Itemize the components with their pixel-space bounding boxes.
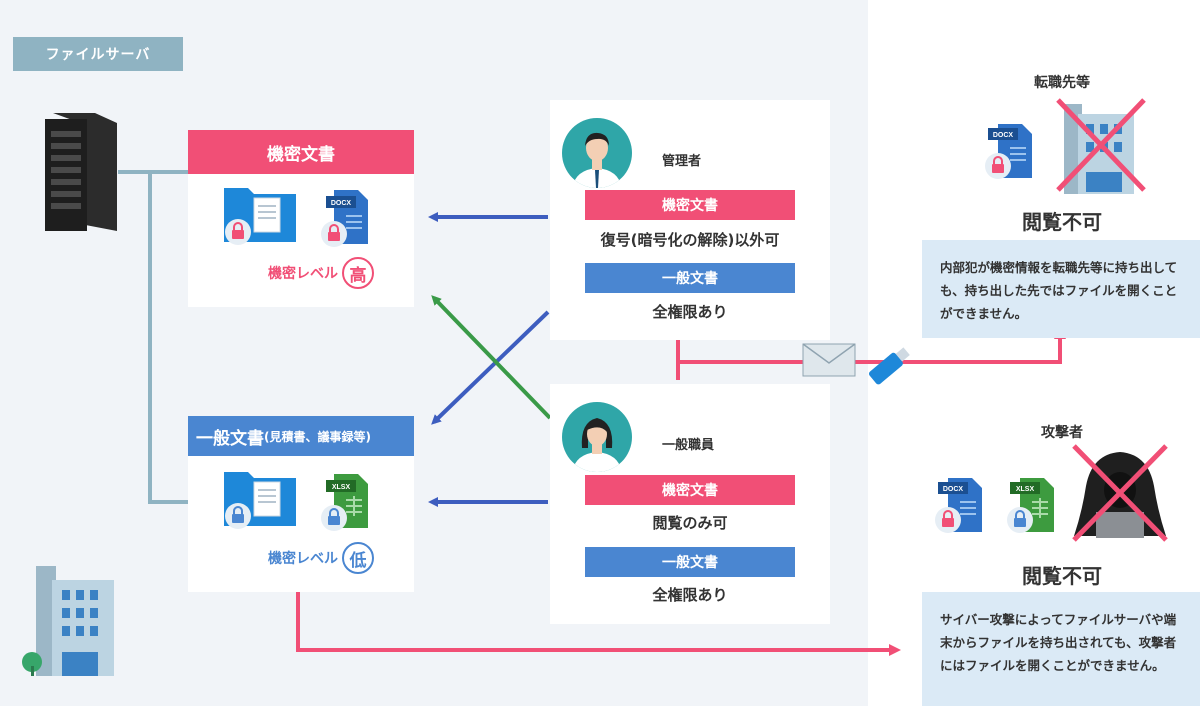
- locked-xlsx-icon: XLSX: [1007, 478, 1054, 533]
- locked-folder-icon: [224, 188, 296, 245]
- general-doc-header-sub: (見積書、議事録等): [264, 429, 371, 444]
- admin-conf-permission: 復号(暗号化の解除)以外可: [600, 231, 780, 249]
- job-change-note: 内部犯が機密情報を転職先等に持ち出しても、持ち出した先ではファイルを開くことがで…: [922, 240, 1200, 338]
- usb-drive-icon: [868, 347, 910, 385]
- svg-text:DOCX: DOCX: [993, 132, 1014, 139]
- general-doc-header: 一般文書 (見積書、議事録等): [188, 416, 414, 456]
- staff-gen-permission: 全権限あり: [652, 586, 728, 604]
- job-change-status: 閲覧不可: [1022, 210, 1102, 234]
- general-doc-header-main: 一般文書: [196, 428, 264, 449]
- staff-card: 一般職員 機密文書 閲覧のみ可 一般文書 全権限あり: [550, 384, 830, 624]
- admin-to-general-arrow: [431, 310, 550, 425]
- locked-docx-icon: DOCX: [321, 190, 368, 247]
- confidential-doc-header: 機密文書: [188, 130, 414, 174]
- attack-arrow: [296, 592, 901, 656]
- job-change-title: 転職先等: [1034, 75, 1090, 91]
- email-envelope-icon: [802, 343, 856, 377]
- attacker-title: 攻撃者: [1041, 425, 1083, 441]
- admin-gen-label: 一般文書: [585, 263, 795, 293]
- admin-gen-permission: 全権限あり: [652, 303, 728, 321]
- admin-role: 管理者: [662, 154, 702, 169]
- general-level: 機密レベル 低: [268, 542, 374, 574]
- staff-role: 一般職員: [662, 438, 715, 453]
- staff-avatar: [562, 402, 632, 472]
- staff-conf-permission: 閲覧のみ可: [652, 514, 728, 532]
- general-level-text: 機密レベル: [268, 551, 338, 567]
- level-high-badge: 高: [342, 257, 374, 289]
- svg-text:DOCX: DOCX: [331, 200, 352, 207]
- confidential-doc-card: 機密文書 DOCX 機密レベル 高: [188, 130, 414, 307]
- svg-text:XLSX: XLSX: [332, 484, 351, 491]
- staff-to-confidential-arrow: [431, 295, 552, 420]
- svg-text:XLSX: XLSX: [1016, 486, 1035, 493]
- hooded-attacker-blocked-icon: [1072, 444, 1168, 542]
- confidential-level-text: 機密レベル: [268, 266, 338, 282]
- server-rack-icon: [45, 113, 117, 231]
- level-low-badge: 低: [342, 542, 374, 574]
- company-building-blocked-icon: [1056, 98, 1146, 194]
- attacker-note: サイバー攻撃によってファイルサーバや端末からファイルを持ち出されても、攻撃者には…: [922, 592, 1200, 706]
- locked-folder-icon: [224, 472, 296, 529]
- locked-xlsx-icon: XLSX: [321, 474, 368, 531]
- admin-card: 管理者 機密文書 復号(暗号化の解除)以外可 一般文書 全権限あり: [550, 100, 830, 340]
- confidential-level: 機密レベル 高: [268, 257, 374, 289]
- staff-gen-label: 一般文書: [585, 547, 795, 577]
- locked-docx-icon: DOCX: [935, 478, 982, 533]
- admin-avatar: [562, 118, 632, 188]
- staff-conf-label: 機密文書: [585, 475, 795, 505]
- svg-text:DOCX: DOCX: [943, 486, 964, 493]
- office-building-icon: [22, 566, 114, 676]
- attacker-status: 閲覧不可: [1022, 564, 1102, 588]
- file-server-label: ファイルサーバ: [13, 37, 183, 71]
- general-doc-card: 一般文書 (見積書、議事録等) XLSX 機密レベル 低: [188, 416, 414, 592]
- admin-conf-label: 機密文書: [585, 190, 795, 220]
- locked-docx-icon: DOCX: [985, 124, 1032, 179]
